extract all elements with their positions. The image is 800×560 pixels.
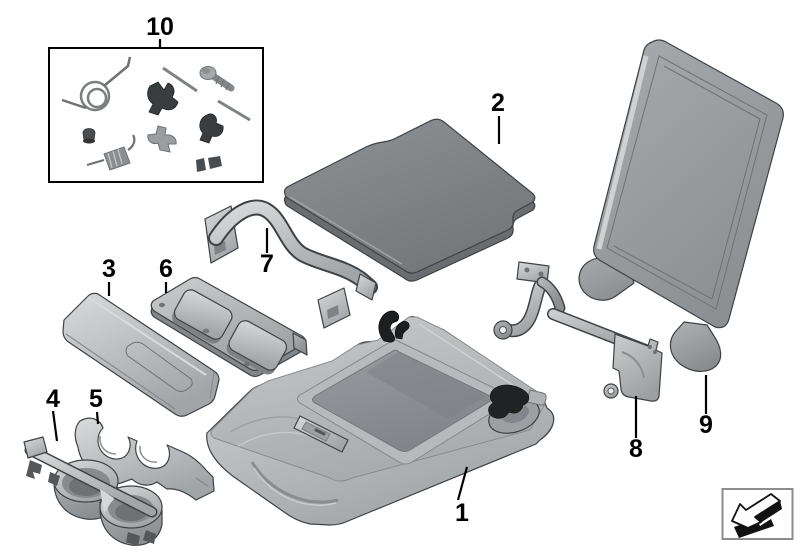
panel-left-lip-highlight [596,55,649,250]
panel-right-foot [669,321,722,372]
callout-label-2[interactable]: 2 [491,89,505,117]
mount-bracket-small [147,125,177,153]
armrest-handle-highlight [253,467,337,506]
torsion-spring-coil [79,80,111,112]
cup-rail-endcap [23,436,48,459]
plate-pad-2 [226,320,288,375]
panel-inner-face [606,55,768,310]
part-lid-panel [283,118,536,282]
cover-cup-arc-2 [139,445,158,463]
bracket-strap [210,201,376,293]
callout-label-8[interactable]: 8 [629,435,643,463]
armrest-handle-groove [250,461,339,504]
hinge-hole [653,350,657,354]
armrest-latch-hook [378,310,400,343]
panel-body [593,39,784,329]
clip-fastener [147,81,179,116]
bracket-left-slot [214,241,226,255]
bolt-threads [215,75,230,91]
bracket-right-slot [327,305,339,319]
cup-clip [143,530,156,544]
part-armrest-body [206,310,555,526]
bracket-end-cap [355,273,377,301]
coil-spring-wire [127,134,136,151]
part-cupholder-frame [23,436,163,546]
hinge-foot-hole [607,387,615,395]
cover-cup-arc-1 [99,435,117,455]
hinge-ear-hole [499,326,507,334]
panel-seam [613,65,761,300]
plate-slot [202,328,210,334]
part-backrest-panel [578,39,784,372]
direction-indicator-box [721,488,794,540]
hinge-right-plate [612,333,663,402]
clip-fastener [199,113,224,144]
callout-labels: 1 2 3 4 5 6 7 8 9 10 [46,13,713,527]
part-insert-plate [150,276,308,378]
callout-leader-5 [95,411,100,425]
cover-foot-line [195,477,209,487]
cup-clip [48,472,60,486]
hinge-elbow [538,278,564,312]
plate-fold-tab [292,332,308,356]
rod-pin [162,66,198,93]
lid-top-face [283,118,536,274]
torsion-spring-leg [61,98,87,110]
trim-end-facet [209,371,215,400]
hinge-hole [648,345,652,349]
plate-pad-1 [172,289,233,344]
callout-leaders [51,39,708,501]
trim-body [62,292,220,417]
trim-top-highlight [88,297,207,376]
trim-handle-groove [125,341,193,392]
part-hinge-bracket [493,261,663,402]
hardware-kit-box [48,47,264,183]
cup-clip [26,460,42,479]
plate-hole [159,302,165,308]
trim-facet-line [65,333,176,410]
part-support-bracket [204,199,378,329]
rod-pin [217,99,251,122]
clip-small [208,156,222,169]
armrest-latch-grip [314,428,326,436]
cup-rail [26,446,156,516]
callout-leader-4 [51,410,59,442]
cup-divider-highlight [100,489,114,513]
armrest-tray-shadow [366,352,486,419]
plate-hole [244,361,250,367]
callout-label-5[interactable]: 5 [89,385,103,413]
torsion-spring-leg [103,56,132,87]
clip-small [196,158,206,172]
torsion-spring-coil [86,87,108,109]
callout-label-9[interactable]: 9 [699,411,713,439]
cup-clip [126,532,140,546]
cap-nut-base [83,138,95,144]
hinge-hole [524,267,530,273]
armrest-pivot-pin [526,389,547,406]
hinge-hole [538,271,544,277]
callout-leader-1 [456,466,469,501]
part-side-trim [62,292,220,417]
callout-label-1[interactable]: 1 [455,499,469,527]
exploded-view-direction-arrow-icon [731,493,781,529]
hinge-emboss [621,351,645,379]
armrest-rim-highlight [418,323,529,396]
lid-edge-highlight [289,196,403,265]
coil-spring-turns [107,148,123,169]
callout-label-3[interactable]: 3 [102,255,116,283]
bolt-head-center [202,68,210,74]
callout-label-7[interactable]: 7 [260,250,274,278]
callout-label-10[interactable]: 10 [146,13,174,41]
callout-label-6[interactable]: 6 [159,255,173,283]
callout-label-4[interactable]: 4 [46,385,60,413]
hardware-box-frame [48,47,264,183]
coil-spring-wire [86,158,105,167]
armrest-release-lever [488,384,530,419]
armrest-latch-hook-2 [394,321,410,340]
